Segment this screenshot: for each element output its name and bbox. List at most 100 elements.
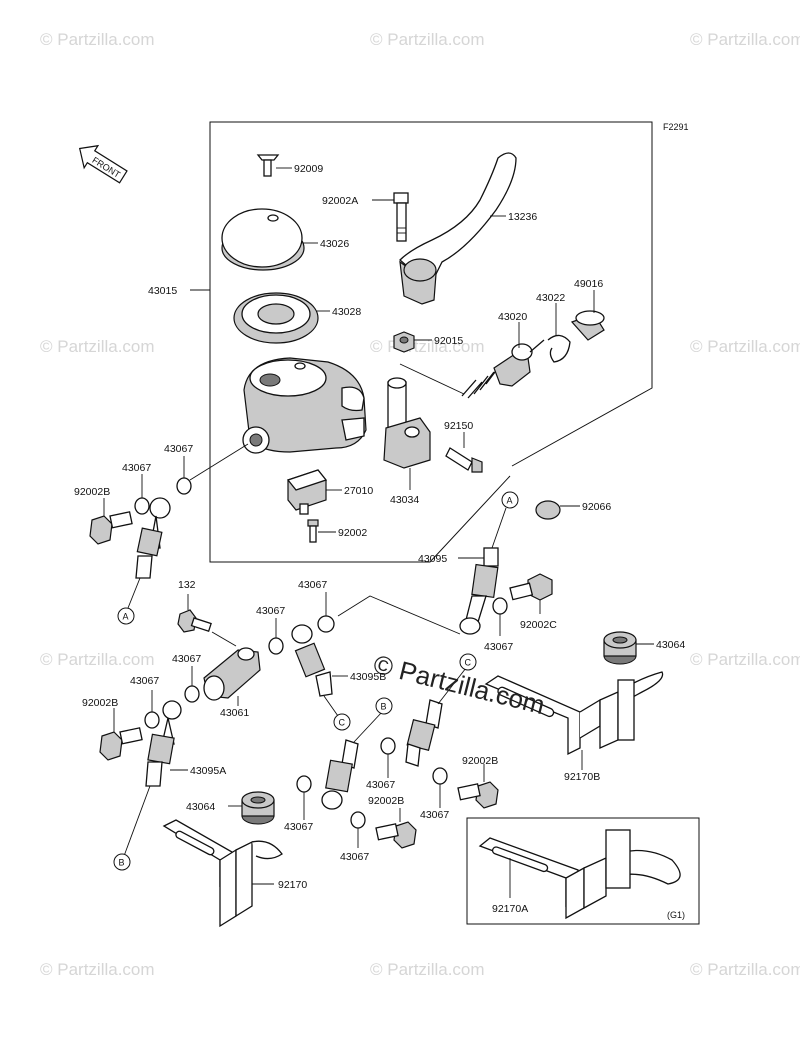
hose-fitting-43095 — [459, 547, 499, 635]
brake-switch-27010 — [286, 469, 328, 515]
part-number-label: 49016 — [574, 278, 603, 290]
part-number-label: 43067 — [256, 605, 285, 617]
option-box-label: (G1) — [667, 910, 685, 920]
washer-43067 — [144, 711, 160, 729]
brake-lever-13236 — [399, 152, 517, 305]
grommet-43064-upper — [603, 631, 637, 665]
hose-fitting-B — [321, 739, 359, 810]
part-number-label: 43067 — [298, 579, 327, 591]
watermark: © Partzilla.com — [690, 30, 800, 49]
washer-43067 — [380, 737, 396, 755]
leader-line — [123, 785, 151, 857]
part-number-label: 92002B — [74, 486, 110, 498]
watermark: © Partzilla.com — [370, 30, 485, 49]
washer-43067 — [184, 685, 200, 703]
cap-92066 — [535, 500, 561, 520]
leader-line — [211, 631, 237, 647]
diaphragm-43028 — [233, 292, 319, 344]
part-number-label: 132 — [178, 579, 196, 591]
bracket-92170 — [162, 819, 283, 928]
part-number-label: 92009 — [294, 163, 323, 175]
option-box — [466, 817, 700, 925]
bolt-92150 — [445, 447, 483, 473]
part-number-label: 92170A — [492, 903, 528, 915]
master-cylinder-frame — [209, 121, 653, 467]
grommet-43064-lower — [241, 791, 275, 825]
watermark-layer: © Partzilla.com © Partzilla.com © Partzi… — [40, 30, 800, 979]
banjo-bolt-92002B-lower — [99, 727, 143, 761]
watermark: © Partzilla.com — [690, 650, 800, 669]
washer-43067 — [296, 775, 312, 793]
svg-text:B: B — [381, 702, 387, 712]
watermark: © Partzilla.com — [690, 960, 800, 979]
washer-43067 — [432, 767, 448, 785]
watermark: © Partzilla.com — [690, 337, 800, 356]
part-number-label: 92066 — [582, 501, 611, 513]
part-number-label: 43095A — [190, 765, 226, 777]
callout-circle: C — [333, 713, 351, 731]
bracket-92170B — [484, 671, 664, 756]
watermark: © Partzilla.com — [40, 960, 155, 979]
part-number-label: 92002B — [368, 795, 404, 807]
bracket-92170A — [478, 829, 681, 920]
hose-fitting-C — [405, 699, 443, 767]
leader-line — [437, 667, 467, 705]
hose-fitting-upper-left — [135, 497, 171, 579]
leader-line — [127, 577, 141, 609]
screw-92002 — [307, 519, 319, 543]
svg-text:C: C — [465, 658, 472, 668]
watermark: © Partzilla.com — [40, 337, 155, 356]
banjo-bolt-92002B-right — [457, 781, 499, 809]
part-number-label: 43067 — [164, 443, 193, 455]
part-number-label: 43028 — [332, 306, 361, 318]
washer-43067 — [268, 637, 284, 655]
svg-text:C: C — [339, 718, 346, 728]
part-number-label: 13236 — [508, 211, 537, 223]
svg-text:B: B — [119, 858, 125, 868]
diagram-code: F2291 — [663, 122, 689, 132]
banjo-bolt-92002C — [509, 573, 553, 601]
part-number-label: 43034 — [390, 494, 419, 506]
master-cylinder-frame-lower — [209, 290, 511, 563]
part-number-label: 43067 — [420, 809, 449, 821]
part-number-label: 43067 — [366, 779, 395, 791]
part-number-label: 43064 — [656, 639, 685, 651]
part-label-layer: 92009 92002A 13236 43026 43015 43028 490… — [74, 163, 685, 915]
washer-43067 — [134, 497, 150, 515]
part-number-label: 27010 — [344, 485, 373, 497]
reservoir-cap-43026 — [221, 208, 305, 271]
part-number-label: 92170 — [278, 879, 307, 891]
washer-43067 — [317, 615, 335, 633]
hose-fitting-43095A — [145, 700, 182, 787]
part-number-label: 43064 — [186, 801, 215, 813]
part-number-label: 43026 — [320, 238, 349, 250]
circlip-43022 — [547, 334, 571, 363]
callout-layer: A A B B C C — [113, 491, 519, 871]
banjo-bolt-92002B-center — [375, 821, 417, 849]
leader-line — [323, 695, 339, 717]
piston-assembly-43020 — [461, 339, 545, 399]
svg-text:A: A — [507, 496, 513, 506]
part-number-label: 43015 — [148, 285, 177, 297]
part-number-label: 43095 — [418, 553, 447, 565]
hose-fitting-43095B — [291, 624, 333, 697]
joint-43061 — [203, 647, 261, 701]
leader-line — [399, 363, 465, 395]
watermark: © Partzilla.com — [40, 30, 155, 49]
bolt-92002A — [393, 192, 409, 242]
callout-circle: B — [375, 697, 393, 715]
screw-92009 — [256, 154, 280, 177]
watermark: © Partzilla.com — [40, 650, 155, 669]
callout-circle: C — [459, 653, 477, 671]
dust-boot-49016 — [570, 310, 605, 341]
bolt-132 — [177, 609, 212, 633]
svg-text:A: A — [123, 612, 129, 622]
master-cylinder-body — [242, 357, 367, 454]
part-number-label: 92170B — [564, 771, 600, 783]
part-number-label: 92002B — [82, 697, 118, 709]
part-number-label: 92002A — [322, 195, 358, 207]
watermark: © Partzilla.com — [370, 960, 485, 979]
part-number-label: 43067 — [340, 851, 369, 863]
part-number-label: 43067 — [130, 675, 159, 687]
